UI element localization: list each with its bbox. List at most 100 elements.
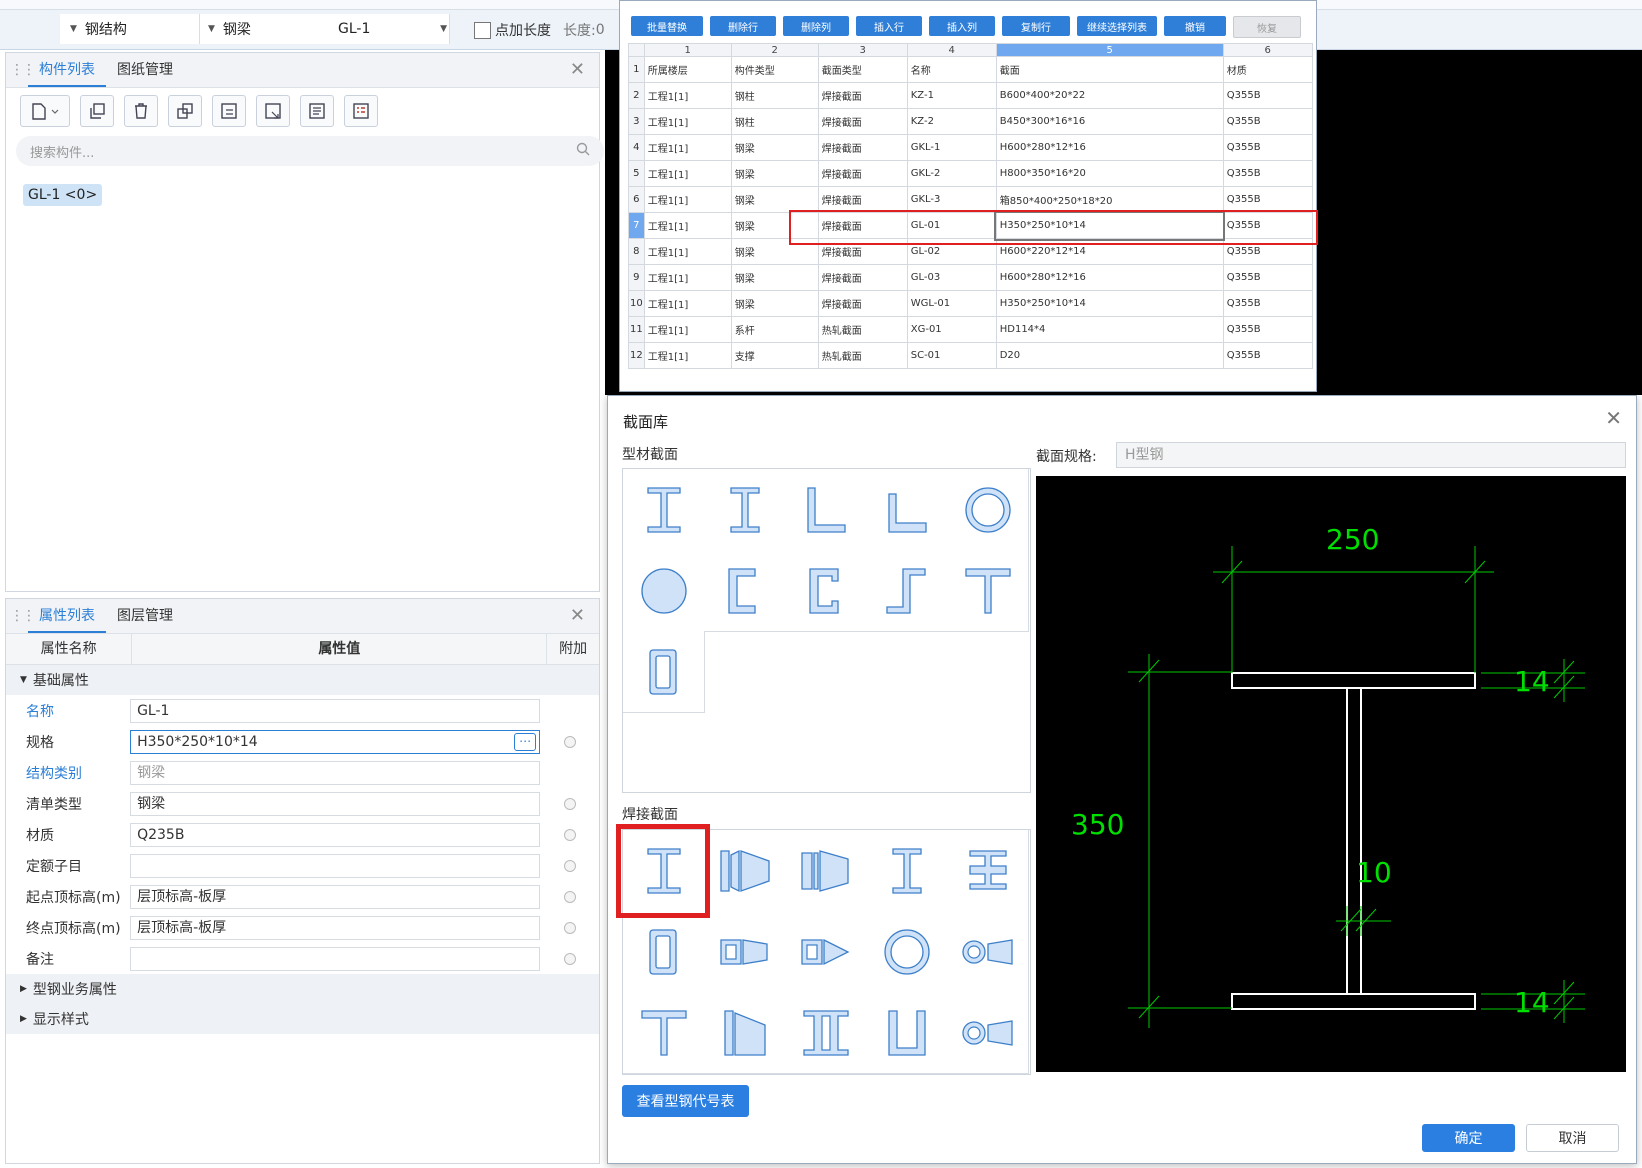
sheet-button[interactable]: 插入行 bbox=[856, 16, 922, 36]
member-select[interactable]: GL-1 ▼ bbox=[320, 14, 450, 44]
radio-dot-icon[interactable] bbox=[563, 859, 576, 872]
table-cell[interactable]: 钢梁 bbox=[730, 264, 819, 291]
sheet-button[interactable]: 批量替换 bbox=[631, 16, 703, 36]
double-i-section-option[interactable] bbox=[785, 992, 867, 1074]
radio-dot-icon[interactable] bbox=[563, 797, 576, 810]
grid-column-number[interactable]: 2 bbox=[730, 43, 819, 57]
more-options-icon[interactable]: ⋯ bbox=[514, 732, 537, 751]
property-value-field[interactable]: 钢梁 bbox=[130, 791, 541, 816]
table-cell[interactable]: 焊接截面 bbox=[817, 212, 908, 239]
cancel-button[interactable]: 取消 bbox=[1526, 1124, 1619, 1152]
table-cell[interactable]: 焊接截面 bbox=[817, 82, 908, 109]
table-cell[interactable]: 钢梁 bbox=[730, 134, 819, 161]
close-icon[interactable]: ✕ bbox=[1605, 406, 1622, 430]
table-cell[interactable]: Q355B bbox=[1222, 160, 1313, 187]
table-cell[interactable]: Q355B bbox=[1222, 82, 1313, 109]
property-value-field[interactable]: H350*250*10*14 bbox=[130, 729, 541, 754]
ring-flat-section-option[interactable] bbox=[947, 992, 1029, 1074]
property-value-field[interactable]: GL-1 bbox=[130, 698, 541, 723]
tab-drawing-manage[interactable]: 图纸管理 bbox=[117, 62, 173, 78]
t-weld-section-option[interactable] bbox=[623, 992, 705, 1074]
ring-flat-section-option[interactable] bbox=[947, 911, 1029, 993]
i-beam-narrow-section-option[interactable] bbox=[866, 830, 948, 912]
grid-column-number[interactable]: 6 bbox=[1222, 43, 1313, 57]
table-cell[interactable]: 焊接截面 bbox=[817, 186, 908, 213]
table-cell[interactable]: 工程1[1] bbox=[643, 160, 732, 187]
radio-dot-icon[interactable] bbox=[563, 890, 576, 903]
z-section-section-option[interactable] bbox=[866, 550, 948, 632]
grid-column-number[interactable]: 5 bbox=[995, 43, 1224, 57]
checkbox[interactable] bbox=[474, 21, 491, 39]
row-number[interactable]: 7 bbox=[628, 212, 645, 239]
table-cell[interactable]: Q355B bbox=[1222, 316, 1313, 343]
table-cell[interactable]: Q355B bbox=[1222, 134, 1313, 161]
table-cell[interactable]: B600*400*20*22 bbox=[995, 82, 1224, 109]
table-cell[interactable]: 焊接截面 bbox=[817, 290, 908, 317]
pipe-section-option[interactable] bbox=[866, 911, 948, 993]
radio-dot-icon[interactable] bbox=[563, 735, 576, 748]
channel-section-option[interactable] bbox=[704, 550, 786, 632]
table-cell[interactable]: 焊接截面 bbox=[817, 108, 908, 135]
table-cell[interactable]: 箱850*400*250*18*20 bbox=[995, 186, 1224, 213]
angle-section-option[interactable] bbox=[785, 469, 867, 551]
table-cell[interactable]: H600*220*12*14 bbox=[995, 238, 1224, 265]
grid-column-number[interactable]: 3 bbox=[817, 43, 908, 57]
sheet-button[interactable]: 插入列 bbox=[929, 16, 995, 36]
table-cell[interactable]: KZ-2 bbox=[906, 108, 997, 135]
tab-layer-manage[interactable]: 图层管理 bbox=[117, 608, 173, 624]
table-cell[interactable]: 热轧截面 bbox=[817, 342, 908, 369]
table-cell[interactable]: 工程1[1] bbox=[643, 264, 732, 291]
radio-dot-icon[interactable] bbox=[563, 952, 576, 965]
row-number[interactable]: 11 bbox=[628, 316, 645, 343]
drag-handle-icon[interactable]: ⋮⋮ bbox=[10, 608, 36, 624]
table-cell[interactable]: H600*280*12*16 bbox=[995, 264, 1224, 291]
table-cell[interactable]: 钢梁 bbox=[730, 186, 819, 213]
table-cell[interactable]: 焊接截面 bbox=[817, 160, 908, 187]
row-number[interactable]: 5 bbox=[628, 160, 645, 187]
table-cell[interactable]: H350*250*10*14 bbox=[994, 210, 1226, 241]
table-cell[interactable]: 工程1[1] bbox=[643, 290, 732, 317]
property-value-field[interactable]: Q235B bbox=[130, 822, 541, 847]
property-value-field[interactable]: 层顶标高-板厚 bbox=[130, 915, 541, 940]
close-icon[interactable]: ✕ bbox=[569, 605, 585, 626]
view-steel-codes-button[interactable]: 查看型钢代号表 bbox=[622, 1085, 749, 1117]
table-cell[interactable]: GKL-1 bbox=[906, 134, 997, 161]
ok-button[interactable]: 确定 bbox=[1422, 1124, 1515, 1152]
table-cell[interactable]: 钢梁 bbox=[730, 290, 819, 317]
copy-to-floor-button[interactable] bbox=[168, 95, 202, 127]
table-cell[interactable]: 材质 bbox=[1222, 56, 1313, 83]
delete-component-button[interactable] bbox=[124, 95, 158, 127]
table-cell[interactable]: Q355B bbox=[1222, 290, 1313, 317]
row-number[interactable]: 4 bbox=[628, 134, 645, 161]
sheet-button[interactable]: 删除列 bbox=[783, 16, 849, 36]
sheet-button[interactable]: 复制行 bbox=[1002, 16, 1070, 36]
pipe-section-option[interactable] bbox=[947, 469, 1029, 551]
table-cell[interactable]: 名称 bbox=[906, 56, 997, 83]
section-display-style[interactable]: ▶ 显示样式 bbox=[6, 1004, 599, 1034]
table-cell[interactable]: XG-01 bbox=[906, 316, 997, 343]
table-cell[interactable]: 工程1[1] bbox=[643, 342, 732, 369]
tab-component-list[interactable]: 构件列表 bbox=[28, 53, 106, 87]
table-cell[interactable]: 钢柱 bbox=[730, 108, 819, 135]
drag-handle-icon[interactable]: ⋮⋮ bbox=[10, 62, 36, 78]
property-value-field[interactable]: 层顶标高-板厚 bbox=[130, 884, 541, 909]
i-beam-narrow-section-option[interactable] bbox=[704, 469, 786, 551]
table-cell[interactable]: GKL-3 bbox=[906, 186, 997, 213]
table-cell[interactable]: 工程1[1] bbox=[643, 316, 732, 343]
table-cell[interactable]: 焊接截面 bbox=[817, 264, 908, 291]
row-number[interactable]: 6 bbox=[628, 186, 645, 213]
table-cell[interactable]: B450*300*16*16 bbox=[995, 108, 1224, 135]
table-cell[interactable]: 所属楼层 bbox=[643, 56, 732, 83]
new-component-button[interactable] bbox=[20, 95, 70, 127]
table-cell[interactable]: Q355B bbox=[1222, 212, 1313, 239]
radio-dot-icon[interactable] bbox=[563, 828, 576, 841]
table-cell[interactable]: H600*280*12*16 bbox=[995, 134, 1224, 161]
sheet-button[interactable]: 删除行 bbox=[710, 16, 776, 36]
table-cell[interactable]: 工程1[1] bbox=[643, 108, 732, 135]
sheet-button[interactable]: 继续选择列表 bbox=[1077, 16, 1157, 36]
table-cell[interactable]: 钢梁 bbox=[730, 238, 819, 265]
tapered-h2-section-option[interactable] bbox=[785, 830, 867, 912]
table-cell[interactable]: Q355B bbox=[1222, 264, 1313, 291]
search-icon[interactable] bbox=[576, 142, 590, 160]
add-length-toggle[interactable]: 点加长度 长度: 0 bbox=[474, 20, 605, 40]
